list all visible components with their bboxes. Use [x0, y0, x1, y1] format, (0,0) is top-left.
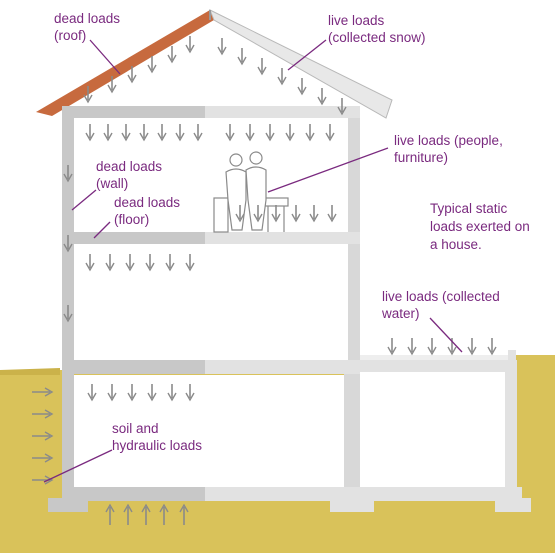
label-live-loads-snow: live loads (collected snow): [328, 13, 426, 45]
ground-surface-line: [0, 368, 60, 375]
upper-floor-load-arrows: [85, 123, 335, 141]
right-half-shade-1: [205, 232, 360, 244]
footing-mid: [330, 498, 374, 512]
water-load-arrows: [387, 337, 497, 355]
right-half-shade-3: [205, 106, 360, 118]
annex-interior: [360, 372, 505, 487]
footing-left: [48, 498, 88, 512]
right-half-shade-2: [205, 360, 360, 374]
annex-roof-slab: [356, 360, 516, 372]
label-live-loads-people: live loads (people, furniture): [394, 133, 503, 165]
label-live-loads-water: live loads (collected water): [382, 289, 500, 321]
basement-interior: [74, 375, 356, 487]
people-furniture-illustration: [213, 151, 289, 233]
footing-right: [495, 498, 531, 512]
middle-floor-load-arrows: [85, 253, 195, 271]
caption: Typical static loads exerted on a house.: [430, 201, 530, 252]
label-dead-loads-floor: dead loads (floor): [114, 195, 181, 227]
leader-lines: [43, 39, 463, 483]
label-soil-hydraulic-loads: soil and hydraulic loads: [112, 421, 203, 453]
label-dead-loads-wall: dead loads (wall): [96, 159, 163, 191]
right-soil-block: [515, 355, 555, 505]
roof-tiles-left: [36, 10, 214, 116]
basement-floor-shade: [205, 487, 522, 501]
roof-snow-right: [209, 8, 393, 119]
annex-wall: [505, 360, 517, 500]
water-surface: [360, 355, 508, 360]
label-dead-loads-roof: dead loads (roof): [54, 11, 121, 43]
roof-attic-fill: [62, 18, 372, 108]
right-wall-lower: [344, 370, 360, 505]
